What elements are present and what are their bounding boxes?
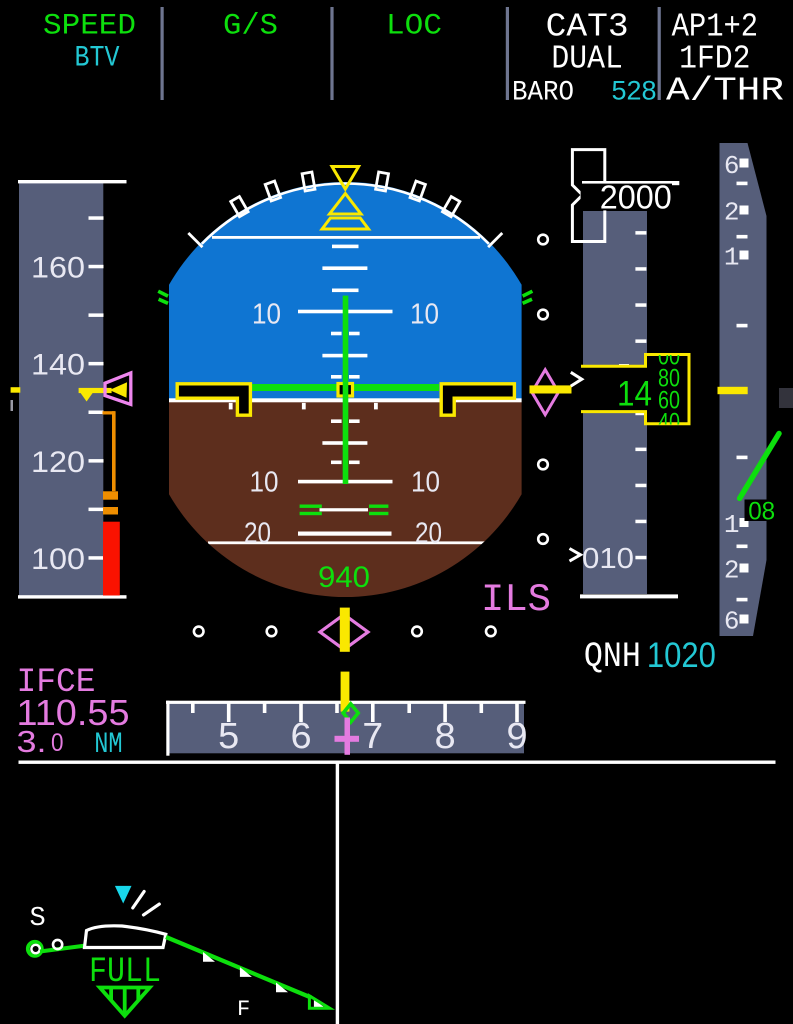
svg-text:1: 1 bbox=[724, 510, 740, 540]
svg-text:528: 528 bbox=[612, 75, 657, 105]
svg-text:F: F bbox=[237, 997, 250, 1022]
svg-text:CAT3: CAT3 bbox=[546, 9, 629, 46]
svg-text:5: 5 bbox=[217, 717, 240, 760]
svg-text:3.: 3. bbox=[17, 724, 47, 759]
svg-text:DUAL: DUAL bbox=[551, 41, 623, 78]
svg-text:1FD2: 1FD2 bbox=[679, 41, 750, 78]
svg-text:100: 100 bbox=[31, 543, 85, 576]
svg-text:110.55: 110.55 bbox=[17, 692, 130, 733]
svg-text:10: 10 bbox=[250, 466, 279, 498]
svg-text:SPEED: SPEED bbox=[43, 9, 136, 43]
svg-text:1020: 1020 bbox=[647, 636, 716, 675]
svg-text:10: 10 bbox=[252, 299, 281, 331]
svg-text:G/S: G/S bbox=[223, 9, 278, 43]
svg-text:20: 20 bbox=[244, 518, 271, 550]
svg-text:6: 6 bbox=[290, 717, 313, 760]
svg-text:QNH: QNH bbox=[584, 637, 641, 677]
svg-text:10: 10 bbox=[410, 299, 439, 331]
svg-text:S: S bbox=[30, 904, 46, 934]
svg-text:6: 6 bbox=[724, 607, 740, 637]
svg-text:140: 140 bbox=[31, 349, 85, 382]
svg-text:160: 160 bbox=[31, 252, 85, 285]
svg-text:940: 940 bbox=[318, 561, 370, 594]
svg-text:14: 14 bbox=[617, 375, 652, 414]
svg-text:120: 120 bbox=[31, 446, 85, 479]
svg-text:20: 20 bbox=[415, 518, 442, 550]
svg-text:6: 6 bbox=[724, 151, 740, 181]
svg-text:00: 00 bbox=[658, 343, 680, 371]
svg-text:2: 2 bbox=[724, 556, 740, 586]
svg-text:AP1+2: AP1+2 bbox=[672, 9, 759, 46]
svg-text:8: 8 bbox=[434, 717, 457, 760]
svg-text:FULL: FULL bbox=[89, 952, 161, 992]
svg-text:ILS: ILS bbox=[481, 578, 551, 622]
svg-text:BTV: BTV bbox=[75, 42, 120, 76]
svg-text:IFCE: IFCE bbox=[17, 664, 96, 702]
svg-text:7: 7 bbox=[361, 717, 384, 760]
svg-text:NM: NM bbox=[94, 727, 122, 761]
svg-text:2000: 2000 bbox=[600, 179, 672, 216]
svg-text:9: 9 bbox=[506, 717, 529, 760]
svg-text:08: 08 bbox=[748, 498, 775, 526]
svg-text:10: 10 bbox=[411, 466, 440, 498]
svg-text:40: 40 bbox=[658, 408, 680, 436]
svg-text:0: 0 bbox=[51, 729, 64, 757]
svg-text:LOC: LOC bbox=[386, 9, 442, 43]
svg-text:2: 2 bbox=[724, 198, 740, 228]
svg-text:010: 010 bbox=[582, 543, 634, 575]
svg-text:A/THR: A/THR bbox=[666, 72, 784, 109]
svg-text:80: 80 bbox=[658, 365, 680, 393]
svg-text:60: 60 bbox=[658, 387, 680, 415]
svg-text:BARO: BARO bbox=[512, 77, 574, 108]
svg-text:1: 1 bbox=[724, 243, 740, 273]
